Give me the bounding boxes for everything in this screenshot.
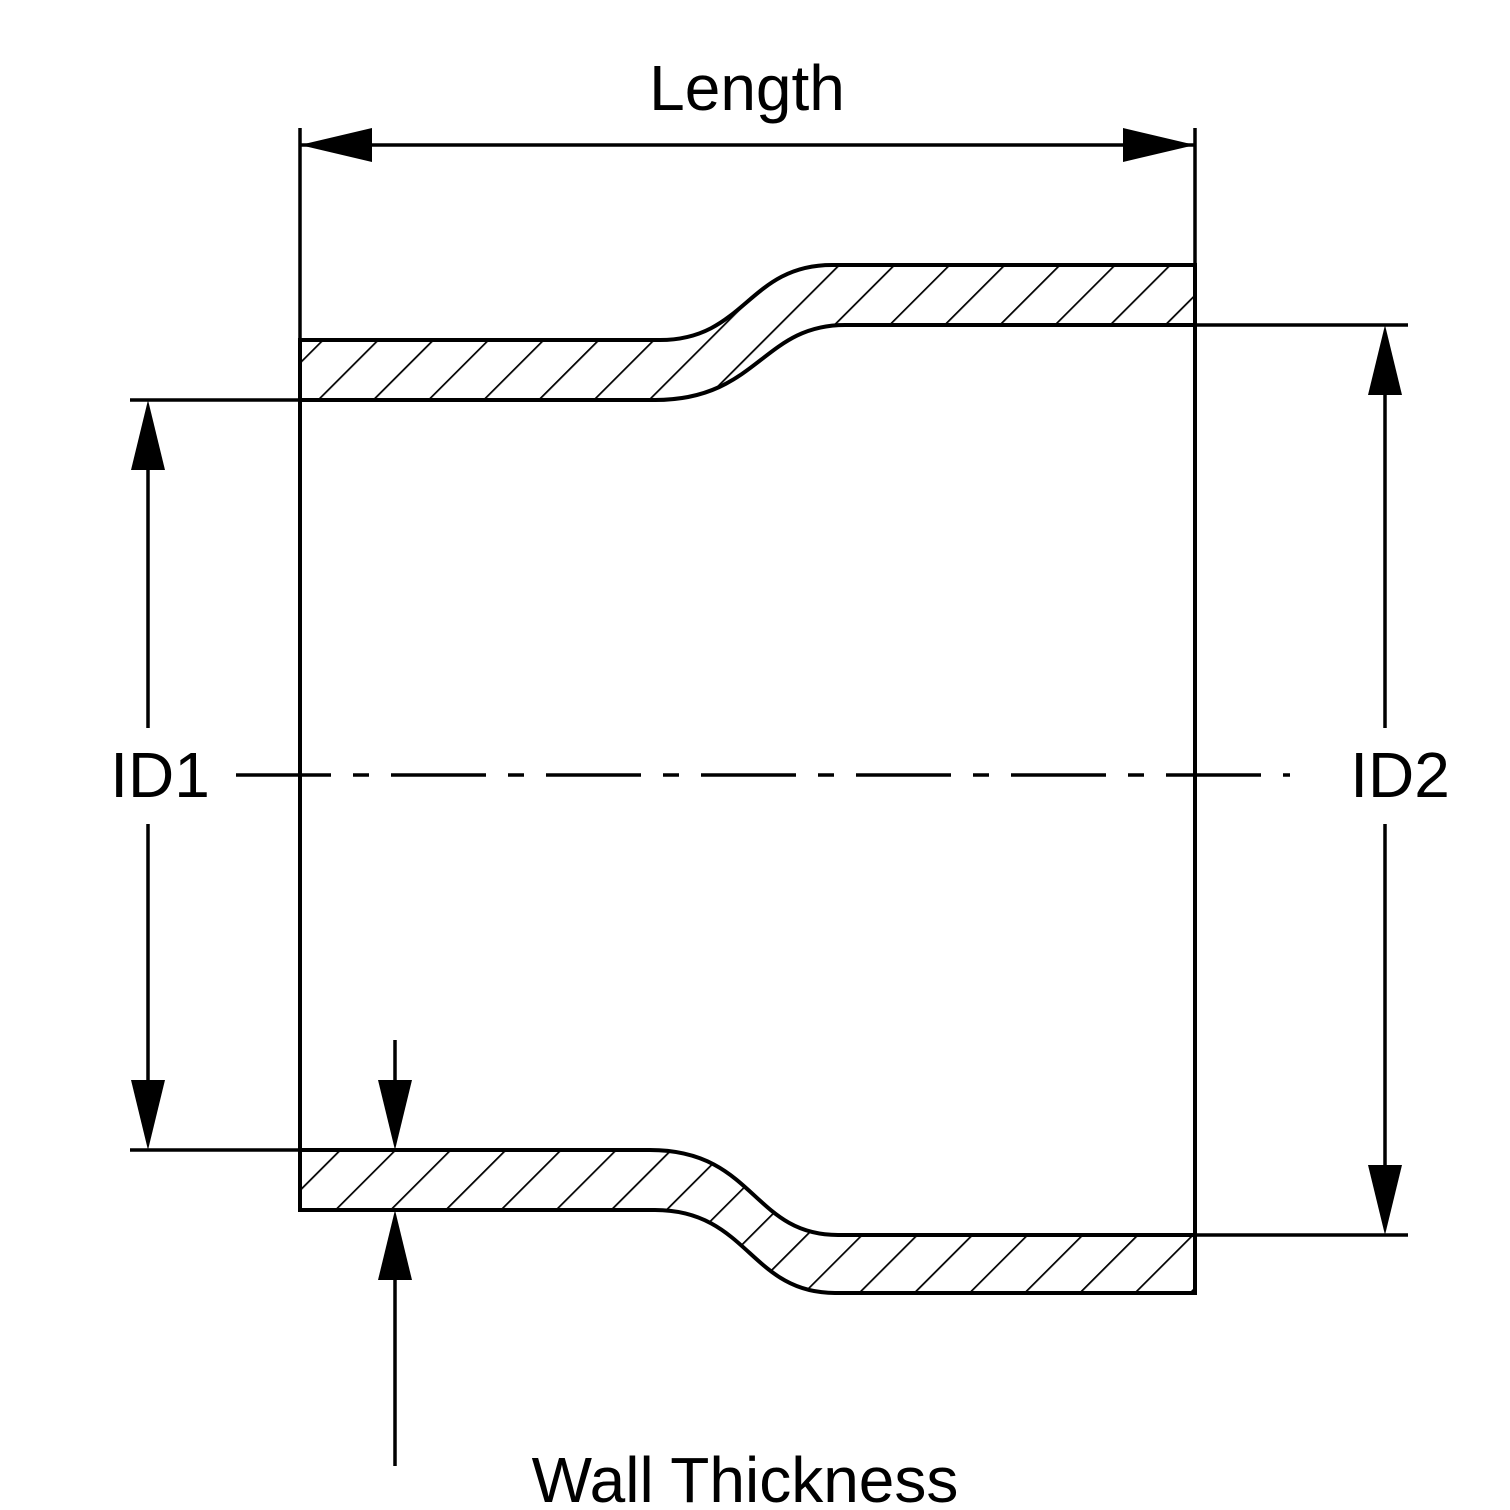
id1-label: ID1: [110, 739, 210, 811]
id1-arrow-up: [131, 400, 165, 470]
upper-wall-section: [298, 263, 1197, 402]
wall-thickness-arrow-down: [378, 1080, 412, 1150]
id1-arrow-down: [131, 1080, 165, 1150]
id2-label: ID2: [1350, 739, 1450, 811]
id1-dimension: ID1: [110, 398, 300, 1152]
length-label: Length: [649, 52, 845, 124]
id2-arrow-down: [1368, 1165, 1402, 1235]
wall-thickness-label: Wall Thickness: [532, 1444, 959, 1510]
length-arrow-left: [300, 128, 372, 162]
lower-wall-section: [298, 1148, 1197, 1295]
id2-dimension: ID2: [1195, 323, 1450, 1237]
length-arrow-right: [1123, 128, 1195, 162]
length-dimension: Length: [298, 52, 1197, 342]
reducer-part: [236, 263, 1290, 1295]
wall-thickness-arrow-up: [378, 1210, 412, 1280]
wall-thickness-dimension: Wall Thickness: [378, 1040, 958, 1510]
id2-arrow-up: [1368, 325, 1402, 395]
